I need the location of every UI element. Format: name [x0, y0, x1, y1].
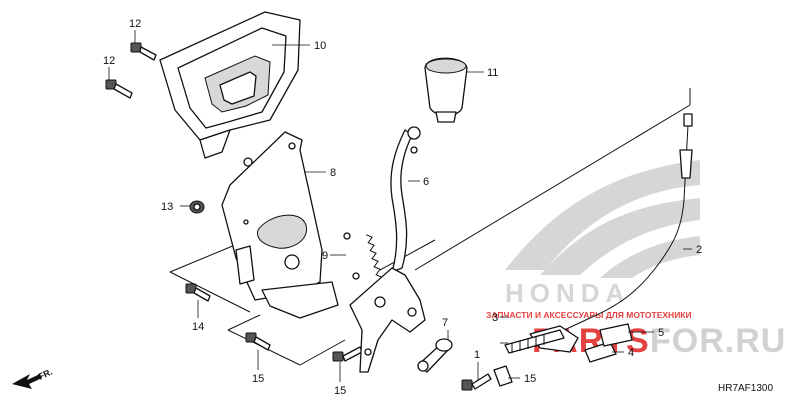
- callout-8: 8: [330, 167, 336, 179]
- callout-14: 15: [524, 373, 536, 385]
- callout-3: 3: [492, 312, 498, 324]
- watermark-brand: HONDA: [505, 278, 630, 308]
- front-arrow-icon: FR.: [12, 367, 54, 389]
- watermark-tagline: ЗАПЧАСТИ И АКСЕССУАРЫ ДЛЯ МОТОТЕХНИКИ: [486, 310, 692, 320]
- bolt-12-lower: [105, 79, 133, 99]
- callout-5: 5: [658, 327, 664, 339]
- bracket-plate-part-8: [221, 131, 339, 319]
- callout-13: 13: [161, 201, 173, 213]
- bolt-part-1: [461, 373, 492, 391]
- figure-code: HR7AF1300: [718, 383, 773, 394]
- watermark: HONDA ЗАПЧАСТИ И АКСЕССУАРЫ ДЛЯ МОТОТЕХН…: [486, 160, 786, 360]
- callout-15-middle: 15: [252, 373, 264, 385]
- console-cover-part-10: [159, 11, 301, 159]
- callout-11: 11: [487, 67, 498, 79]
- collar-part-14: [493, 365, 513, 387]
- callout-9: 9: [322, 250, 328, 262]
- callout-6: 6: [423, 176, 429, 188]
- rod-end-part-7: [417, 338, 453, 373]
- front-arrow-label: FR.: [37, 367, 54, 382]
- adjuster-part-3: [504, 329, 565, 354]
- bolt-15-left: [185, 283, 211, 302]
- assembly-lines: [169, 88, 691, 366]
- callout-4: 4: [628, 347, 634, 359]
- clip-part-4: [584, 341, 617, 363]
- bolt-15-right: [332, 346, 363, 362]
- callout-2: 2: [696, 244, 702, 256]
- watermark-site-suffix: FOR.RU: [650, 322, 786, 360]
- callout-1: 1: [474, 349, 480, 361]
- shift-knob-part-11: [424, 57, 468, 123]
- callout-15-right: 15: [334, 385, 346, 397]
- leader-lines: [108, 30, 692, 382]
- callout-12-lower: 12: [103, 55, 115, 67]
- bolt-12-upper: [130, 42, 157, 61]
- spring-part-9: [343, 232, 383, 284]
- callout-15-left: 14: [192, 321, 204, 333]
- bolt-15-middle: [245, 332, 271, 351]
- bolt-13: [189, 200, 205, 214]
- callout-12-upper: 12: [129, 18, 141, 30]
- callout-7: 7: [442, 317, 448, 329]
- callout-10: 10: [314, 40, 326, 52]
- shift-lever-part-6: [349, 126, 426, 373]
- boot-part-5: [599, 323, 633, 347]
- callouts: 10 11 12 12 6 8 13 9 2 14 15 15 7 1 15 3…: [103, 18, 702, 397]
- honda-wing-logo: [505, 160, 700, 278]
